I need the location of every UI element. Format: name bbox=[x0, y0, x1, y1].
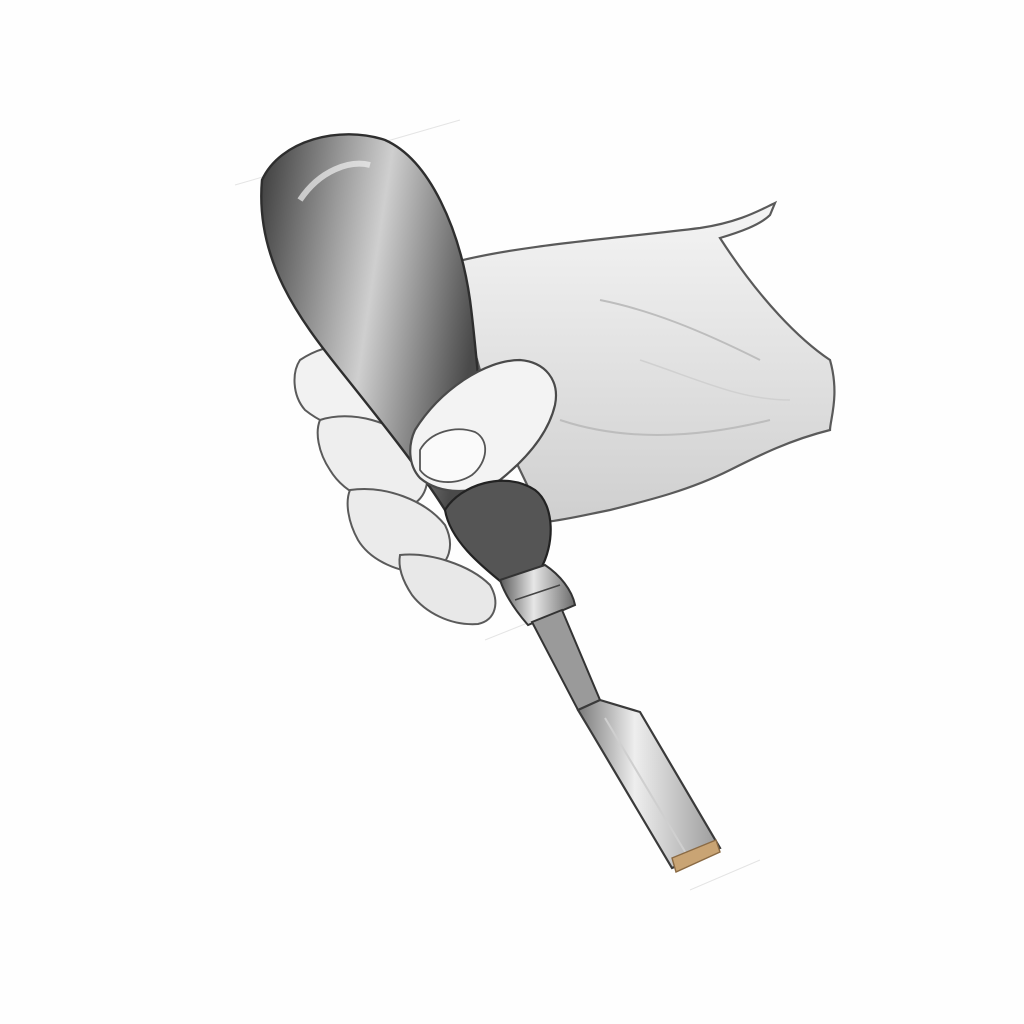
thumbnail bbox=[419, 428, 487, 483]
blade-bevel bbox=[671, 839, 721, 873]
finger-little bbox=[398, 553, 497, 626]
chisel-shank bbox=[530, 608, 602, 712]
hand-back bbox=[453, 200, 836, 524]
ferrule bbox=[498, 563, 577, 627]
chisel-blade bbox=[576, 698, 722, 870]
handle-bolster bbox=[443, 479, 552, 587]
